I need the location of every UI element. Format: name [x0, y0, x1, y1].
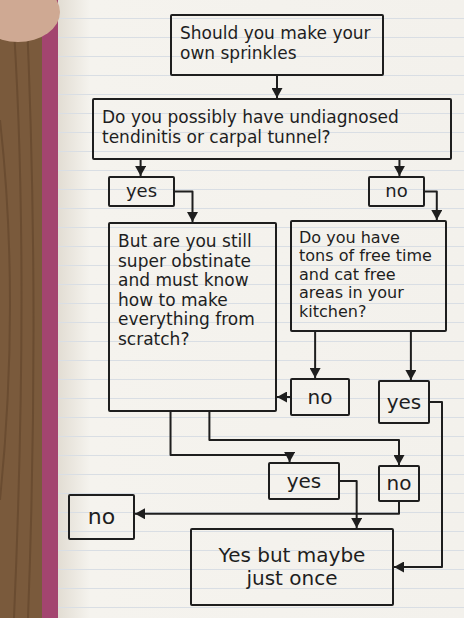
wood-grain	[0, 0, 34, 618]
question-box: But are you still super obstinate and mu…	[108, 222, 277, 412]
node-text: Should you make your own sprinkles	[180, 24, 374, 63]
node-text: no	[88, 504, 115, 529]
flow-arrow	[425, 192, 437, 221]
ruled-lines	[58, 0, 464, 618]
node-text: no	[387, 472, 412, 495]
flow-arrow	[277, 396, 290, 398]
node-text: Do you have tons of free time and cat fr…	[299, 229, 438, 321]
paper	[58, 0, 464, 618]
node-text: yes	[126, 181, 157, 202]
flow-arrow	[175, 192, 193, 223]
thumb	[0, 0, 60, 42]
question-box: Do you possibly have undiagnosed tendini…	[92, 98, 452, 160]
node-text: yes	[287, 470, 322, 493]
answer-box: no	[368, 176, 425, 207]
flow-arrow	[410, 332, 412, 380]
question-box: Do you have tons of free time and cat fr…	[290, 220, 447, 332]
answer-box: yes	[268, 462, 340, 500]
answer-box: yes	[108, 176, 175, 207]
node-text: But are you still super obstinate and mu…	[118, 232, 267, 349]
flow-arrow	[340, 481, 357, 528]
flow-arrow	[209, 412, 399, 465]
node-text: Do you possibly have undiagnosed tendini…	[102, 108, 442, 147]
title-box: Should you make your own sprinkles	[170, 14, 384, 76]
flow-arrow	[314, 332, 316, 378]
answer-box: no	[290, 378, 350, 416]
node-text: no	[385, 181, 407, 202]
flow-arrow	[140, 160, 142, 176]
notebook-binding	[42, 0, 60, 618]
node-text: Yes but maybe just once	[200, 544, 384, 590]
answer-box: yes	[378, 380, 430, 424]
result-box: no	[68, 494, 135, 540]
flow-arrow	[276, 76, 278, 98]
node-text: yes	[387, 391, 422, 414]
answer-box: no	[378, 465, 420, 502]
flow-arrow	[398, 160, 400, 176]
flow-arrow	[135, 502, 399, 514]
result-box: Yes but maybe just once	[190, 528, 394, 606]
node-text: no	[308, 386, 333, 409]
flow-arrow	[171, 412, 290, 462]
